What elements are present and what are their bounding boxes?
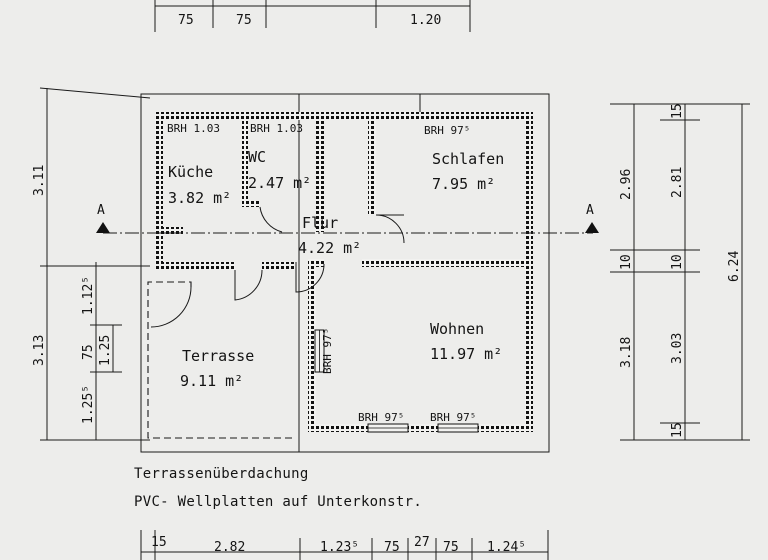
wohnen-brh-bottom-left: BRH 97⁵ (358, 411, 404, 424)
wc-name: WC (248, 148, 266, 166)
right-dimension-line: 2.96 10 3.18 15 2.81 10 3.03 15 6.24 (610, 103, 750, 441)
windows (314, 329, 479, 433)
top-dim-3: 1.20 (410, 13, 441, 28)
left-dim-1: 3.11 (32, 165, 47, 196)
right-dim-3: 3.18 (619, 337, 634, 368)
wohnen-name: Wohnen (430, 320, 484, 338)
wc-area: 2.47 m² (248, 174, 311, 192)
bottom-dim-4: 75 (384, 540, 400, 555)
right-dim-9: 6.24 (727, 251, 742, 282)
bottom-dim-2: 2.82 (214, 540, 245, 555)
right-dim-8: 15 (670, 422, 685, 438)
left-dim-2: 1.12⁵ (81, 276, 96, 315)
flur-name: Flur (302, 214, 338, 232)
roof-outline (140, 93, 550, 453)
wohnen-brh-side: BRH 97⁵ (321, 328, 334, 374)
left-dimension-line: 3.11 1.12⁵ 75 1.25 3.13 1.25⁵ (32, 87, 151, 441)
note-material: PVC- Wellplatten auf Unterkonstr. (134, 494, 422, 510)
kueche-brh: BRH 1.03 (167, 122, 220, 135)
section-marker-left: A (97, 203, 105, 218)
section-line: A A (96, 203, 599, 234)
bottom-dim-6: 75 (443, 540, 459, 555)
door-swings (150, 206, 405, 328)
bottom-dimension-line: 15 2.82 1.23⁵ 75 27 75 1.24⁵ (140, 530, 549, 560)
right-dim-2: 10 (619, 254, 634, 270)
top-dim-2: 75 (236, 13, 252, 28)
schlafen-area: 7.95 m² (432, 175, 495, 193)
right-dim-6: 10 (670, 254, 685, 270)
section-marker-right: A (586, 203, 594, 218)
left-dim-5: 3.13 (32, 335, 47, 366)
bottom-dim-1: 15 (151, 535, 167, 550)
bottom-dim-7: 1.24⁵ (487, 540, 526, 555)
room-labels: BRH 1.03 Küche 3.82 m² BRH 1.03 WC 2.47 … (167, 122, 504, 424)
right-dim-1: 2.96 (619, 169, 634, 200)
left-dim-4: 1.25 (98, 335, 113, 366)
bottom-dim-5: 27 (414, 535, 430, 550)
left-dim-6: 1.25⁵ (81, 385, 96, 424)
right-dim-5: 2.81 (670, 167, 685, 198)
terrasse-area: 9.11 m² (180, 372, 243, 390)
right-dim-4: 15 (670, 103, 685, 119)
terrasse-name: Terrasse (182, 347, 254, 365)
right-dim-7: 3.03 (670, 333, 685, 364)
wohnen-area: 11.97 m² (430, 345, 502, 363)
terrasse-outline (147, 281, 296, 439)
wc-brh: BRH 1.03 (250, 122, 303, 135)
left-dim-3: 75 (81, 344, 96, 360)
flur-area: 4.22 m² (298, 239, 361, 257)
top-dimension-line: 75 75 1.20 (154, 0, 471, 32)
kueche-name: Küche (168, 163, 213, 181)
note-roof: Terrassenüberdachung (134, 466, 309, 482)
schlafen-name: Schlafen (432, 150, 504, 168)
top-dim-1: 75 (178, 13, 194, 28)
wohnen-brh-bottom-right: BRH 97⁵ (430, 411, 476, 424)
bottom-dim-3: 1.23⁵ (320, 540, 359, 555)
kueche-area: 3.82 m² (168, 189, 231, 207)
schlafen-brh: BRH 97⁵ (424, 124, 470, 137)
walls (155, 112, 533, 432)
